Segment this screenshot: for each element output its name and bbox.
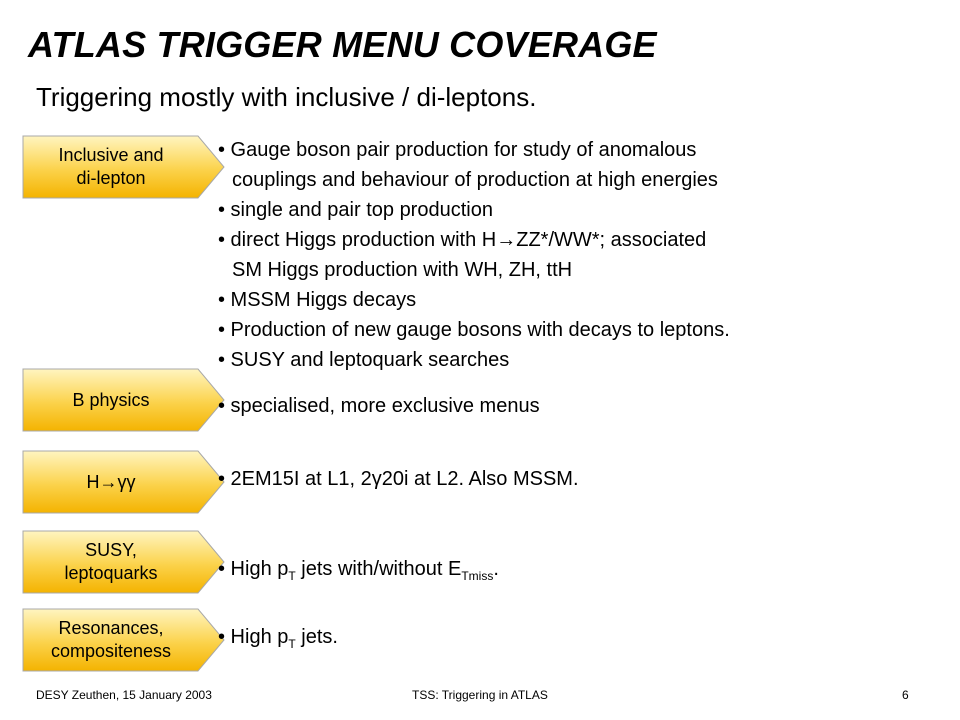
tag-label-line: di-lepton: [76, 168, 146, 188]
bullet-item: • High pT jets.: [218, 622, 338, 654]
bullet-item: • 2EM15I at L1, 2γ20i at L2. Also MSSM.: [218, 468, 579, 490]
bullet-item: • Gauge boson pair production for study …: [218, 139, 697, 161]
bullet-text: • High p: [218, 626, 289, 648]
subscript: Tmiss: [461, 569, 494, 583]
page-number: 6: [902, 688, 909, 702]
gamma-gamma: γγ: [117, 471, 136, 492]
bullets-resonances: • High pT jets.: [218, 622, 338, 654]
arrow-icon: →: [496, 229, 517, 251]
bullet-text: jets.: [295, 626, 338, 648]
bullet-text: • High p: [218, 558, 289, 580]
bullet-item: • direct Higgs production with H→ZZ*/WW*…: [218, 225, 730, 255]
bullets-inclusive: • Gauge boson pair production for study …: [218, 135, 730, 375]
tag-resonances: Resonances, compositeness: [22, 608, 226, 672]
tag-hgg: H→γγ: [22, 450, 226, 514]
higgs-symbol: H: [86, 471, 100, 492]
subscript: T: [288, 569, 296, 583]
bullet-item-continuation: couplings and behaviour of production at…: [232, 169, 718, 191]
bullet-text: ZZ*/WW*; associated: [516, 229, 707, 251]
tag-label-line: compositeness: [50, 641, 172, 661]
tag-shape: [22, 450, 225, 514]
tag-label-line: Resonances,: [58, 618, 164, 638]
arrow-icon: →: [99, 471, 118, 492]
tag-susy: SUSY, leptoquarks: [22, 530, 226, 594]
tag-shape: [22, 135, 225, 199]
bullet-item: • High pT jets with/without ETmiss.: [218, 554, 499, 586]
tag-label-line: leptoquarks: [64, 563, 158, 583]
tag-inclusive: Inclusive and di-lepton: [22, 135, 226, 199]
bullet-item: • MSSM Higgs decays: [218, 289, 417, 311]
tag-label-line: Inclusive and: [58, 145, 164, 165]
bullet-item: • specialised, more exclusive menus: [218, 395, 540, 417]
slide-title: ATLAS TRIGGER MENU COVERAGE: [28, 24, 657, 65]
tag-bphysics: B physics: [22, 368, 226, 432]
tag-label-line: B physics: [72, 389, 150, 410]
bullet-item: • single and pair top production: [218, 199, 493, 221]
tag-shape: [22, 368, 225, 432]
bullet-text: .: [493, 558, 499, 580]
footer-left: DESY Zeuthen, 15 January 2003: [36, 688, 212, 702]
slide-subtitle: Triggering mostly with inclusive / di-le…: [36, 82, 537, 112]
footer-center: TSS: Triggering in ATLAS: [412, 688, 548, 702]
bullet-text: jets with/without E: [295, 558, 462, 580]
tag-shape: [22, 530, 225, 594]
tag-label-line: H→γγ: [87, 471, 136, 494]
bullets-bphysics: • specialised, more exclusive menus: [218, 391, 540, 421]
bullet-item: • Production of new gauge bosons with de…: [218, 319, 730, 341]
bullet-text: • direct Higgs production with H: [218, 229, 497, 251]
bullet-item-continuation: SM Higgs production with WH, ZH, ttH: [232, 259, 573, 281]
subscript: T: [288, 637, 296, 651]
tag-label-line: SUSY,: [85, 540, 137, 560]
bullets-hgg: • 2EM15I at L1, 2γ20i at L2. Also MSSM.: [218, 464, 579, 494]
bullets-susy: • High pT jets with/without ETmiss.: [218, 554, 499, 586]
tag-shape: [22, 608, 225, 672]
bullet-item: • SUSY and leptoquark searches: [218, 349, 510, 371]
